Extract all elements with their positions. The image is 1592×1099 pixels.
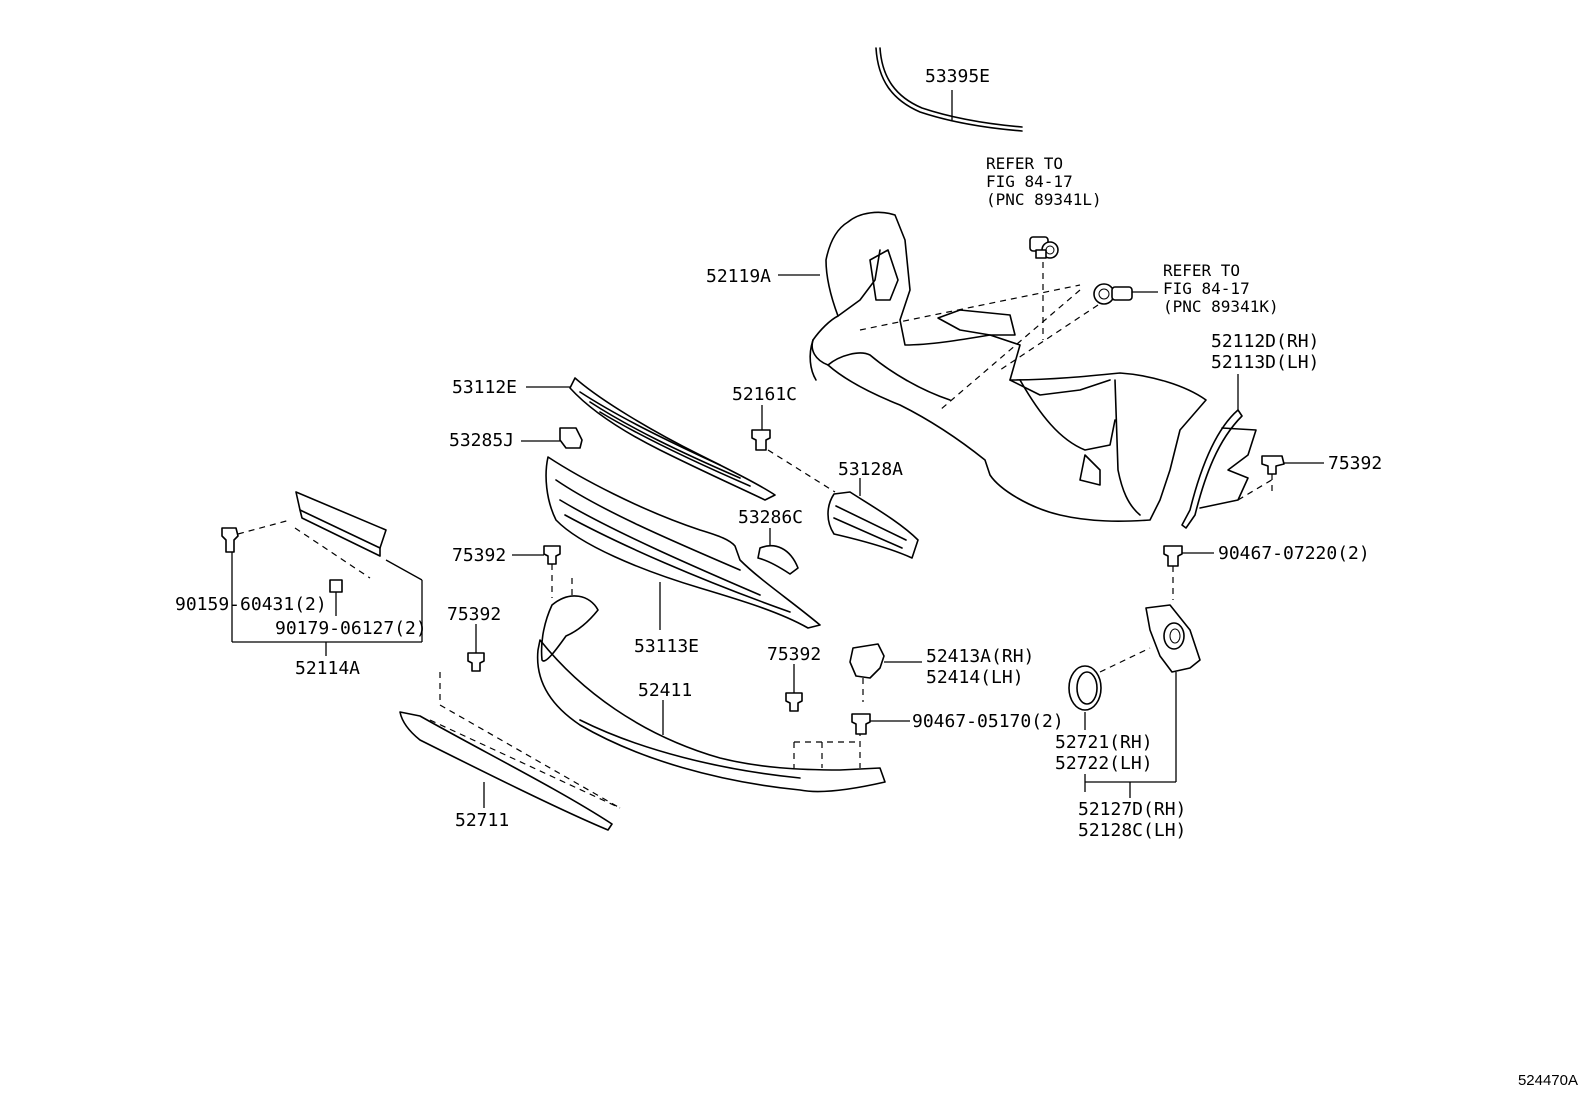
callout-52128C: 52128C(LH) xyxy=(1078,820,1186,841)
bumper-cover-52119A xyxy=(778,211,1207,522)
callout-52127D: 52127D(RH) xyxy=(1078,799,1186,820)
callout-52411: 52411 xyxy=(638,680,692,701)
callout-52112D: 52112D(RH) xyxy=(1211,331,1319,352)
callout-52711: 52711 xyxy=(455,810,509,831)
clip-75392-mid-icon xyxy=(512,545,573,600)
callout-53112E: 53112E xyxy=(452,377,517,398)
callout-90467-05170: 90467-05170(2) xyxy=(912,711,1064,732)
fog-bezel-52127D xyxy=(1084,604,1201,798)
sensor-89341L-icon xyxy=(1029,236,1059,340)
callout-53113E: 53113E xyxy=(634,636,699,657)
clip-52161C-icon xyxy=(751,405,836,493)
callout-90179-06127: 90179-06127(2) xyxy=(275,618,427,639)
lower-grille-53113E xyxy=(545,456,821,630)
clip-90467-05170-icon xyxy=(851,713,910,735)
callout-75392-right: 75392 xyxy=(1328,453,1382,474)
callout-52721: 52721(RH) xyxy=(1055,732,1153,753)
callout-75392-center: 75392 xyxy=(767,644,821,665)
clip-75392-center-icon xyxy=(785,664,861,768)
callout-53285J: 53285J xyxy=(449,430,514,451)
callout-52414: 52414(LH) xyxy=(926,667,1024,688)
diagram-id: 524470A xyxy=(1517,1072,1578,1089)
bracket-52413A-icon xyxy=(849,643,922,702)
clip-75392-right-icon xyxy=(1261,455,1324,496)
molding-strip-53395E xyxy=(875,47,1023,132)
callout-53395E: 53395E xyxy=(925,66,990,87)
bracket-53285J-icon xyxy=(521,427,583,449)
bumper-side-extension-52112D xyxy=(1181,374,1276,529)
callout-52114A: 52114A xyxy=(295,658,360,679)
sensor-89341K-icon xyxy=(999,283,1158,371)
license-bracket-52114A xyxy=(221,491,423,656)
callout-53128A: 53128A xyxy=(838,459,903,480)
callout-52722: 52722(LH) xyxy=(1055,753,1153,774)
refer-note-1-line3: (PNC 89341L) xyxy=(986,190,1102,209)
refer-note-2-line1: REFER TO xyxy=(1163,261,1240,280)
callout-75392-mid: 75392 xyxy=(452,545,506,566)
cover-53286C xyxy=(757,528,799,575)
callout-90467-07220: 90467-07220(2) xyxy=(1218,543,1370,564)
fog-ring-52721 xyxy=(1068,647,1151,730)
side-grille-53128A xyxy=(827,478,919,559)
clip-90467-07220-icon xyxy=(1163,545,1214,600)
refer-note-1-line2: FIG 84-17 xyxy=(986,172,1073,191)
refer-note-2-line2: FIG 84-17 xyxy=(1163,279,1250,298)
callout-90159-60431: 90159-60431(2) xyxy=(175,594,327,615)
callout-52413A: 52413A(RH) xyxy=(926,646,1034,667)
clip-75392-left-icon xyxy=(439,624,485,705)
callout-52161C: 52161C xyxy=(732,384,797,405)
refer-note-1-line1: REFER TO xyxy=(986,154,1063,173)
upper-grille-53112E xyxy=(526,377,776,501)
lower-garnish-52711 xyxy=(399,704,621,831)
callout-52113D: 52113D(LH) xyxy=(1211,352,1319,373)
callout-53286C: 53286C xyxy=(738,507,803,528)
refer-note-2-line3: (PNC 89341K) xyxy=(1163,297,1279,316)
callout-75392-left: 75392 xyxy=(447,604,501,625)
callout-52119A: 52119A xyxy=(706,266,771,287)
lower-spoiler-52411 xyxy=(536,595,886,793)
